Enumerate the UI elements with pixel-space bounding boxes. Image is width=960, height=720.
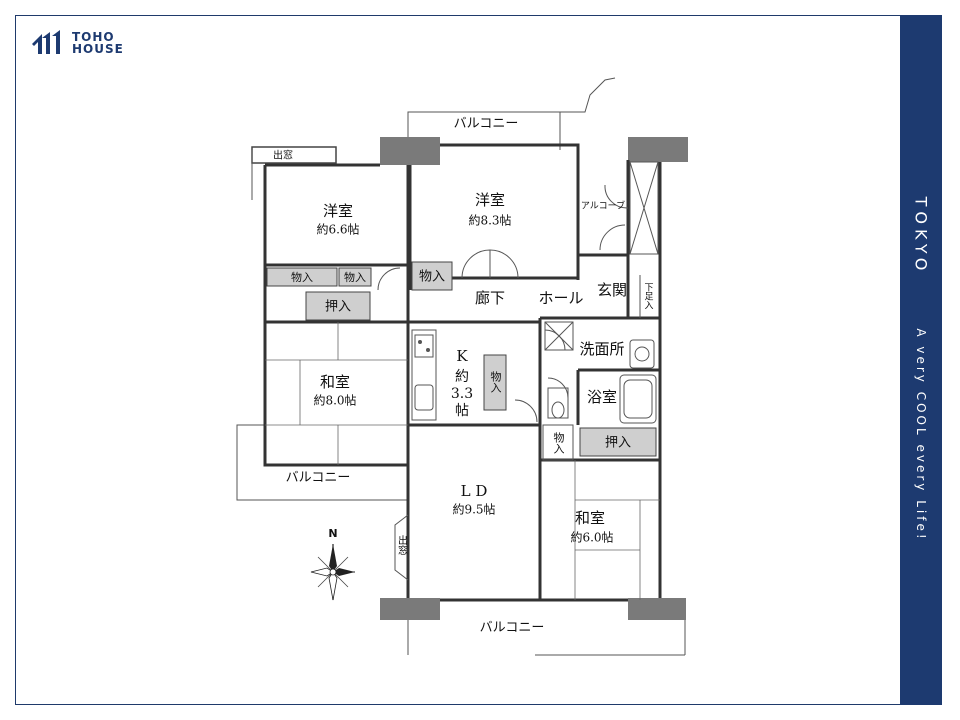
storage-1-box bbox=[266, 267, 338, 287]
storage-bath-label: 物入 bbox=[552, 431, 565, 454]
japanese-room-1-size: 約8.0帖 bbox=[313, 393, 356, 408]
storage-2-box bbox=[338, 267, 372, 287]
kitchen-counter bbox=[411, 329, 437, 421]
toho-house-logo-icon bbox=[32, 30, 60, 54]
interior-walls bbox=[265, 160, 660, 600]
bay-window-top bbox=[251, 146, 337, 200]
kitchen-name: K bbox=[456, 347, 468, 365]
kitchen-size-line1: 約 bbox=[455, 369, 469, 385]
logo: TOHO HOUSE bbox=[30, 30, 124, 56]
column-top-center bbox=[380, 137, 440, 165]
balcony-top-label: バルコニー bbox=[454, 117, 519, 132]
japanese-room-2-size: 約6.0帖 bbox=[570, 530, 613, 545]
storage-2-label: 物入 bbox=[344, 270, 366, 284]
floor-plan: 出窓 物入 物入 物入 押入 物入 押入 bbox=[236, 77, 688, 656]
side-panel bbox=[900, 15, 942, 705]
washroom-label: 洗面所 bbox=[579, 340, 624, 358]
storage-3-box bbox=[411, 261, 453, 291]
western-room-1-size: 約6.6帖 bbox=[316, 222, 359, 237]
alcove-label: アルコーブ bbox=[581, 200, 625, 212]
logo-line-2: HOUSE bbox=[72, 42, 124, 56]
tatami-pattern-room2 bbox=[574, 460, 660, 600]
balcony-left-outline bbox=[236, 424, 408, 501]
side-panel-title: TOKYO bbox=[911, 196, 931, 276]
tatami-pattern-room1 bbox=[265, 322, 408, 465]
bathroom-label: 浴室 bbox=[587, 388, 617, 406]
western-room-1-name: 洋室 bbox=[323, 202, 353, 220]
entrance-label: 玄関 bbox=[597, 281, 627, 299]
western-room-2-size: 約8.3帖 bbox=[468, 213, 511, 228]
wash-basin bbox=[629, 339, 655, 369]
logo-text: TOHO HOUSE bbox=[72, 31, 124, 55]
storage-3-label: 物入 bbox=[419, 270, 445, 285]
ld-size: 約9.5帖 bbox=[452, 502, 495, 517]
storage-kitchen-label: 物入 bbox=[489, 370, 502, 393]
bay-window-ld-label: 出窓 bbox=[396, 534, 408, 555]
japanese-room-2-name: 和室 bbox=[575, 509, 605, 527]
closet-2-label: 押入 bbox=[605, 436, 631, 451]
closet-2-box bbox=[579, 427, 657, 457]
page-frame bbox=[15, 15, 942, 705]
storage-1-label: 物入 bbox=[291, 270, 313, 284]
balcony-bottom-label: バルコニー bbox=[480, 621, 545, 636]
balcony-top-outline bbox=[407, 77, 616, 150]
bay-window-ld bbox=[394, 514, 409, 581]
kitchen-size-line2: 3.3 bbox=[451, 386, 473, 402]
kitchen-size-line3: 帖 bbox=[455, 403, 469, 419]
column-bottom-right bbox=[628, 598, 686, 620]
bathtub bbox=[619, 374, 657, 424]
ld-name: L D bbox=[461, 482, 488, 500]
japanese-room-1-name: 和室 bbox=[320, 373, 350, 391]
alcove-storage bbox=[629, 161, 659, 255]
logo-line-1: TOHO bbox=[72, 30, 115, 44]
corridor-label: 廊下 bbox=[475, 289, 505, 307]
side-panel-tagline: A very COOL every Life! bbox=[914, 328, 928, 542]
bay-window-top-label: 出窓 bbox=[273, 149, 293, 162]
toilet bbox=[547, 387, 569, 419]
balcony-left-label: バルコニー bbox=[286, 471, 351, 486]
column-bottom-left bbox=[380, 598, 440, 620]
hall-label: ホール bbox=[538, 289, 583, 307]
storage-bath-box bbox=[542, 424, 574, 461]
storage-kitchen-box bbox=[483, 354, 507, 411]
western-room-2-name: 洋室 bbox=[475, 191, 505, 209]
shoe-cabinet-label: 下足入 bbox=[643, 283, 654, 310]
compass-north-label: N bbox=[328, 527, 337, 540]
compass-rose-icon bbox=[310, 544, 355, 601]
closet-1-label: 押入 bbox=[325, 300, 351, 315]
column-top-right bbox=[628, 137, 688, 162]
washer-space bbox=[544, 321, 574, 351]
closet-1-box bbox=[305, 291, 371, 321]
